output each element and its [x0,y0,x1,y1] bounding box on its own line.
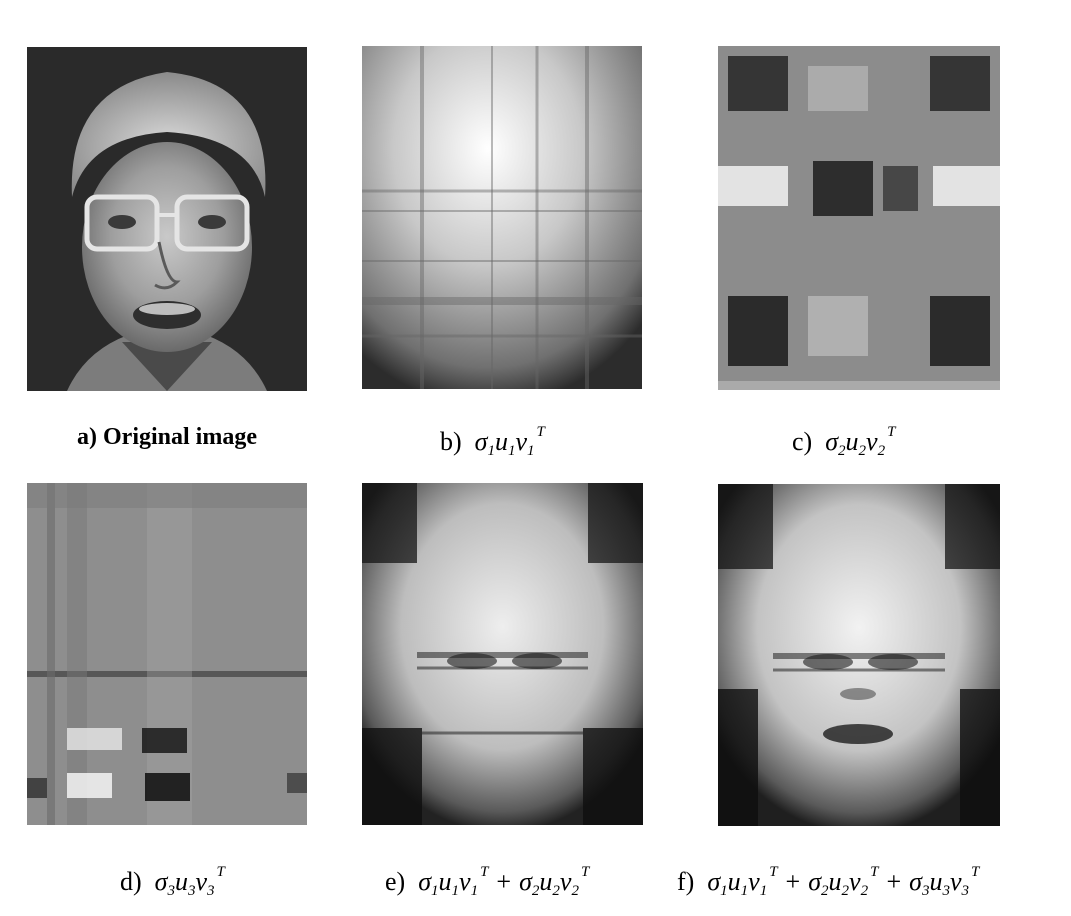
caption-b: b) σ1u1v1T [440,425,545,459]
panel-b-rank1-component [362,46,642,389]
caption-prefix: b) [440,427,475,456]
caption-a: a) Original image [77,424,257,450]
svd-term: σ2u2v2T [519,864,590,899]
caption-d: d) σ3u3v3T [120,865,225,899]
plus-sign: + [785,867,801,896]
panel-f-rank1-plus-rank2-plus-rank3 [718,484,1000,826]
caption-prefix: e) [385,867,419,896]
svd-term: σ3u3v3T [154,864,225,899]
caption-prefix: c) [792,427,826,456]
caption-prefix: d) [120,867,155,896]
plus-sign: + [496,867,512,896]
panel-d-rank3-component [27,483,307,825]
panel-a-original-image [27,47,307,391]
panel-e-rank1-plus-rank2 [362,483,643,825]
caption-prefix: f) [677,867,708,896]
svd-term: σ1u1v1T [707,864,778,899]
svd-term: σ3u3v3T [909,864,980,899]
panel-c-rank2-component [718,46,1000,390]
svd-term: σ2u2v2T [808,864,879,899]
caption-e: e) σ1u1v1T+σ2u2v2T [385,865,589,899]
caption-f: f) σ1u1v1T+σ2u2v2T+σ3u3v3T [677,865,979,899]
svd-term: σ1u1v1T [418,864,489,899]
caption-c: c) σ2u2v2T [792,425,895,459]
svd-term: σ1u1v1T [474,424,545,459]
svd-term: σ2u2v2T [825,424,896,459]
plus-sign: + [886,867,902,896]
